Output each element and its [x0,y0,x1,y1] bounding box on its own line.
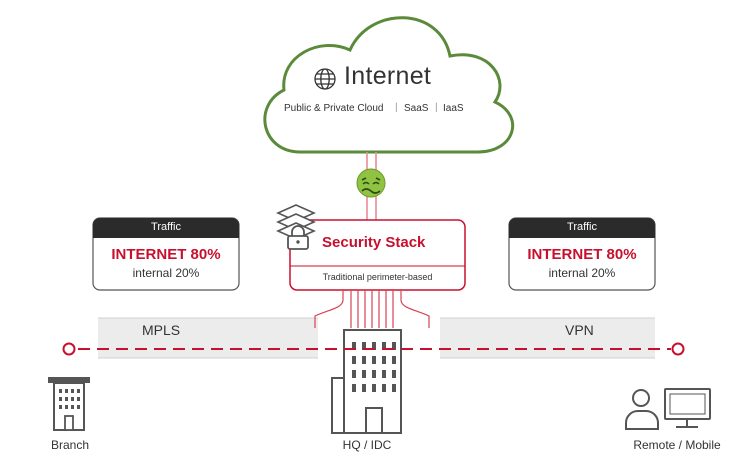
remote-label: Remote / Mobile [633,438,721,452]
hq-label: HQ / IDC [342,438,392,452]
cloud-separator: | [395,102,398,113]
traffic-card-left-primary: INTERNET 80% [111,246,221,263]
computer-icon [664,388,711,428]
security-stack-title: Security Stack [322,234,426,251]
vpn-label: VPN [565,322,594,338]
sick-face-icon [356,168,386,198]
traffic-card-right [508,217,656,291]
mpls-band [98,318,318,358]
traffic-card-right-secondary: internal 20% [548,266,616,280]
branch-endpoint [62,342,76,356]
cloud-subtitle-cloud: Public & Private Cloud [284,103,384,114]
remote-endpoint [671,342,685,356]
traffic-card-left-secondary: internal 20% [132,266,200,280]
hq-windows [352,342,396,392]
cloud-separator: | [435,102,438,113]
vpn-band [440,318,655,358]
globe-icon [314,68,336,90]
traffic-card-right-primary: INTERNET 80% [527,246,637,263]
cloud-subtitle-saas: SaaS [404,103,429,114]
mpls-label: MPLS [142,322,181,338]
cloud-title: Internet [344,62,432,90]
security-stack-box [289,219,466,291]
internet-cloud [263,16,514,154]
branch-building-icon [48,377,90,431]
security-stack-subtitle: Traditional perimeter-based [322,272,433,282]
traffic-card-right-header: Traffic [567,221,597,233]
traffic-card-left [92,217,240,291]
hq-building-icon [331,329,402,434]
security-to-hq-lines [314,290,430,328]
cloud-subtitle-iaas: IaaS [443,103,464,114]
remote-user-icon [625,389,659,430]
branch-label: Branch [50,438,90,452]
layered-lock-icon [276,204,316,250]
traffic-card-left-header: Traffic [151,221,181,233]
